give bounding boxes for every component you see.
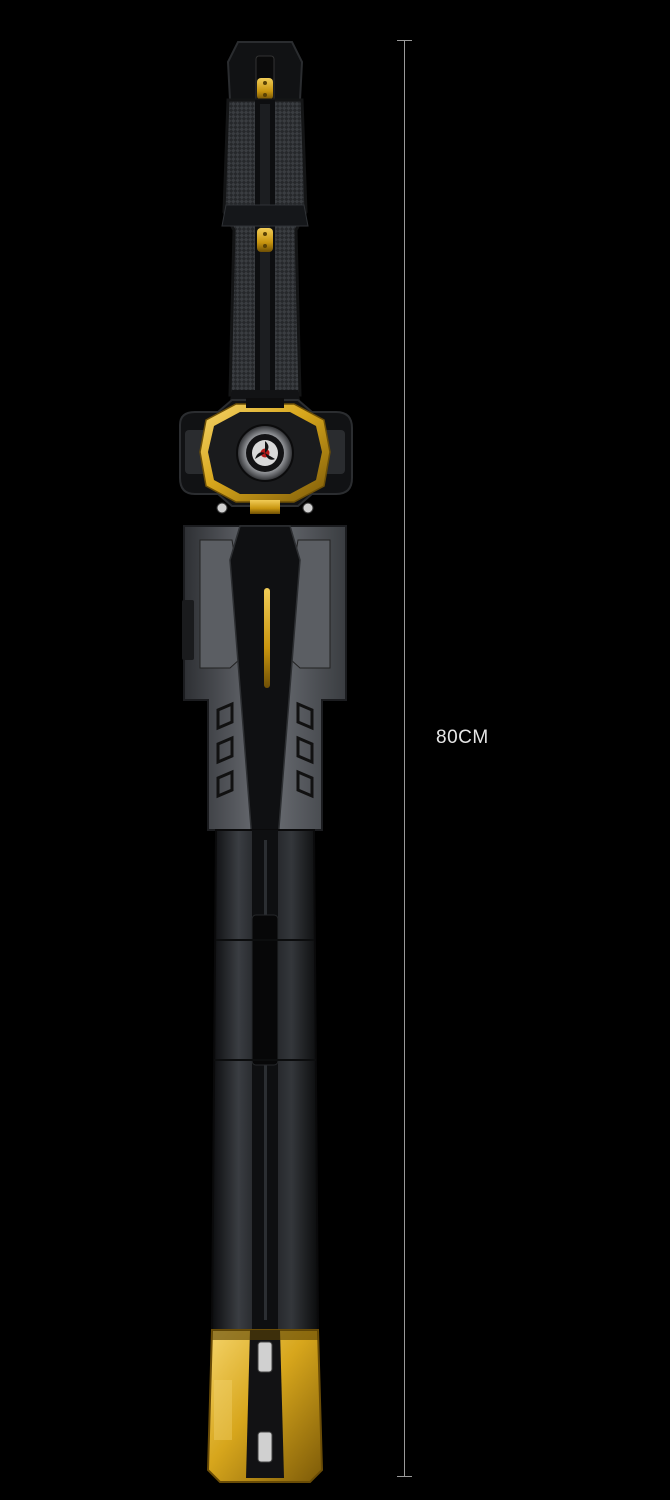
dimension-cap-top: [397, 40, 412, 41]
dimension-label: 80CM: [434, 727, 491, 749]
crossguard: [179, 398, 353, 514]
dimension-line: [404, 40, 405, 1477]
grip: [221, 98, 309, 410]
sheath-throat: [182, 525, 347, 841]
sheath-chape: [206, 1329, 324, 1483]
pommel: [226, 41, 304, 105]
dimension-cap-bottom: [397, 1476, 412, 1477]
sheath-body: [210, 829, 320, 1331]
